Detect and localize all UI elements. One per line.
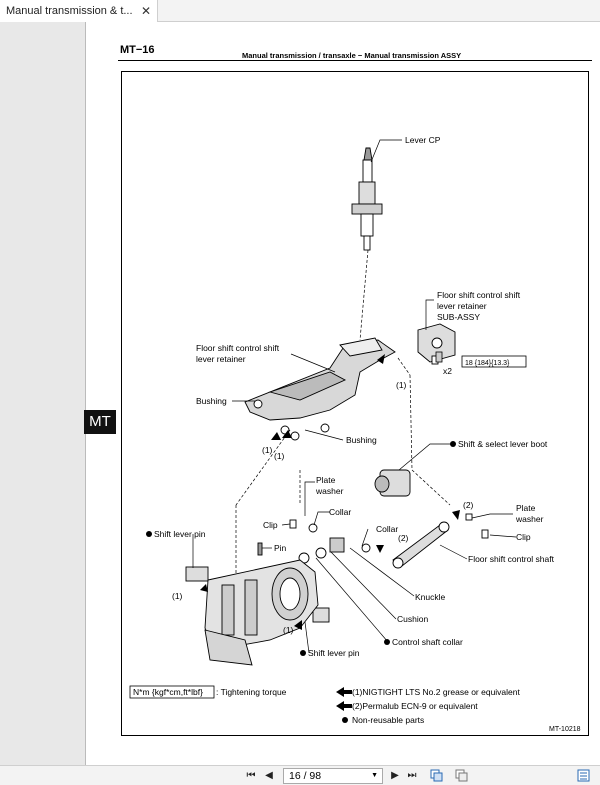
label-retainer-sub-2: lever retainer <box>437 301 487 311</box>
lever-retainer-part <box>244 337 396 441</box>
label-retainer-sub-1: Floor shift control shift <box>437 290 521 300</box>
label-retainer-2: lever retainer <box>196 354 246 364</box>
last-page-icon[interactable]: ⏭ <box>407 770 417 781</box>
tab-title: Manual transmission & t... <box>6 5 133 17</box>
label-torque: 18 {184}{13.3} <box>465 360 510 367</box>
first-page-icon[interactable]: ⏮ <box>246 770 256 781</box>
torque-box <box>461 355 527 368</box>
mark-1-retainer: (1) <box>396 380 407 390</box>
page-header: Manual transmission / transaxle − Manual… <box>242 51 462 60</box>
label-plate-washer-1b: washer <box>315 486 344 496</box>
label-bushing-left: Bushing <box>196 396 227 406</box>
page-select-value: 16 / 98 <box>289 770 322 782</box>
legend-grease-2: (2)Permalub ECN-9 or equivalent <box>352 701 478 711</box>
label-clip-right: Clip <box>516 532 531 542</box>
mark-1-pin: (1) <box>172 591 183 601</box>
label-collar-2: Collar <box>376 524 398 534</box>
legend-arrow-2 <box>336 701 352 711</box>
mark-1-a: (1) <box>262 445 273 455</box>
mark-2-shaft: (2) <box>463 500 474 510</box>
label-cushion: Cushion <box>397 614 428 624</box>
section-tab: MT <box>84 410 116 434</box>
label-floor-shaft: Floor shift control shaft <box>468 554 555 564</box>
lever-cp-part <box>351 147 383 251</box>
legend-dot <box>342 717 348 723</box>
bolt-icon <box>435 351 443 363</box>
label-boot: Shift & select lever boot <box>458 439 548 449</box>
menu-icon[interactable] <box>577 769 590 782</box>
floor-shaft-part <box>392 521 450 569</box>
document-tab[interactable]: Manual transmission & t... ✕ <box>0 0 158 22</box>
page-number: MT−16 <box>120 44 155 56</box>
small-parts <box>185 513 489 623</box>
non-reusable-dots <box>146 441 456 656</box>
prev-page-icon[interactable]: ◀ <box>265 770 273 781</box>
pdf-toolbar: ⏮ ◀ 16 / 98 ▼ ▶ ⏭ <box>0 765 600 785</box>
label-clip-left: Clip <box>263 520 278 530</box>
legend-grease-1: (1)NIGTIGHT LTS No.2 grease or equivalen… <box>352 687 521 697</box>
transmission-housing <box>204 559 319 666</box>
label-shift-lever-pin-2: Shift lever pin <box>308 648 360 658</box>
label-retainer-1: Floor shift control shift <box>196 343 280 353</box>
label-lever-cp: Lever CP <box>405 135 441 145</box>
boot-part <box>374 469 411 497</box>
label-bushing-right: Bushing <box>346 435 377 445</box>
legend-torque-unit: N*m {kgf*cm,ft*lbf} <box>133 687 203 697</box>
legend-torque-text: : Tightening torque <box>216 687 287 697</box>
figure-frame <box>121 71 589 736</box>
figure-id: MT-10218 <box>549 726 581 733</box>
tab-bar: Manual transmission & t... ✕ <box>0 0 600 22</box>
next-page-icon[interactable]: ▶ <box>391 770 399 781</box>
leader-lines <box>192 139 517 654</box>
legend-arrow-1 <box>336 687 352 697</box>
label-shift-lever-pin-1: Shift lever pin <box>154 529 206 539</box>
label-control-collar: Control shaft collar <box>392 637 463 647</box>
apply-arrows <box>200 354 460 630</box>
label-plate-washer-2b: washer <box>515 514 544 524</box>
view-mode-icon[interactable] <box>430 769 443 782</box>
mark-1-b: (1) <box>274 451 285 461</box>
legend-non-reusable: Non-reusable parts <box>352 715 424 725</box>
label-pin: Pin <box>274 543 287 553</box>
retainer-subassy-part <box>417 323 456 365</box>
chevron-down-icon: ▼ <box>371 772 378 779</box>
header-rule <box>118 60 592 61</box>
mark-1-pin-2: (1) <box>283 625 294 635</box>
label-retainer-sub-3: SUB-ASSY <box>437 312 480 322</box>
label-plate-washer-1a: Plate <box>316 475 336 485</box>
mark-2-knuckle: (2) <box>398 533 409 543</box>
copy-icon[interactable] <box>455 769 468 782</box>
label-x2: x2 <box>443 366 452 376</box>
label-plate-washer-2a: Plate <box>516 503 536 513</box>
legend-torque-box <box>129 685 215 699</box>
page-select[interactable]: 16 / 98 ▼ <box>283 768 383 784</box>
label-collar-1: Collar <box>329 507 351 517</box>
close-icon[interactable]: ✕ <box>140 4 151 18</box>
label-knuckle: Knuckle <box>415 592 446 602</box>
